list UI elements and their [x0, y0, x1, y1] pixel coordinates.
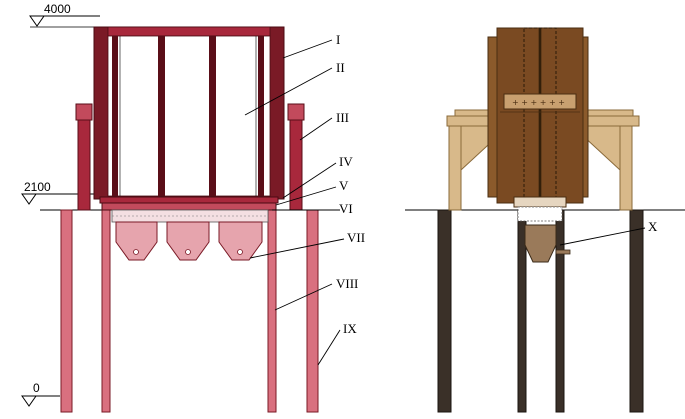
elevation-marker-ground: 0	[21, 381, 60, 407]
side-pillar-left	[77, 117, 91, 211]
brown-body-panel-right	[540, 27, 584, 204]
support-post-left-inner	[101, 209, 111, 413]
brown-body-panel-left	[496, 27, 540, 204]
hopper-2-outlet	[185, 249, 191, 255]
label-X: X	[648, 219, 658, 234]
elevation-marker-top: 4000	[29, 2, 100, 28]
frame-bar-3	[209, 36, 216, 196]
elevation-label-mid: 2100	[24, 180, 51, 194]
right-post-inner-right	[555, 209, 565, 413]
right-post-outer-right	[629, 209, 644, 413]
right-collector	[517, 206, 563, 222]
right-post-outer-left	[437, 209, 452, 413]
label-III: III	[336, 110, 349, 125]
leader-lines-left	[244, 39, 345, 366]
side-pillar-left-cap	[75, 103, 93, 121]
label-V: V	[339, 178, 349, 193]
leader-line-x	[559, 227, 646, 246]
hatched-box: + + + + + +	[503, 93, 577, 110]
label-VII: VII	[347, 230, 365, 245]
label-I: I	[336, 32, 340, 47]
hopper-x	[524, 224, 571, 263]
side-pillar-right	[289, 117, 303, 211]
hopper-3	[218, 221, 263, 261]
outer-frame-top-band	[107, 26, 271, 37]
frame-bar-2	[158, 36, 165, 196]
base-plate-upper	[99, 196, 279, 204]
frame-bar-1	[112, 36, 118, 196]
label-II: II	[336, 60, 345, 75]
elevation-label-ground: 0	[33, 381, 40, 395]
left-front-view: 4000 2100 0	[21, 2, 365, 413]
support-post-right-inner	[267, 209, 277, 413]
hopper-1	[115, 221, 158, 261]
label-IX: IX	[343, 321, 357, 336]
label-VIII: VIII	[336, 276, 358, 291]
frame-inner-area	[107, 35, 271, 197]
hopper-2	[166, 221, 210, 261]
elevation-label-top: 4000	[44, 2, 71, 16]
label-VI: VI	[339, 201, 353, 216]
label-IV: IV	[339, 154, 353, 169]
right-side-view: + + + + + + X	[405, 27, 685, 413]
right-base-plate	[513, 196, 567, 208]
hopper-1-outlet	[133, 249, 139, 255]
base-plate-lower	[101, 202, 277, 211]
support-post-left-outer	[60, 209, 73, 413]
frame-bar-4	[258, 36, 264, 196]
svg-text:+ + + + + +: + + + + + +	[512, 98, 565, 107]
hopper-3-outlet	[237, 249, 243, 255]
support-post-right-outer	[306, 209, 319, 413]
side-pillar-right-cap	[287, 103, 305, 121]
